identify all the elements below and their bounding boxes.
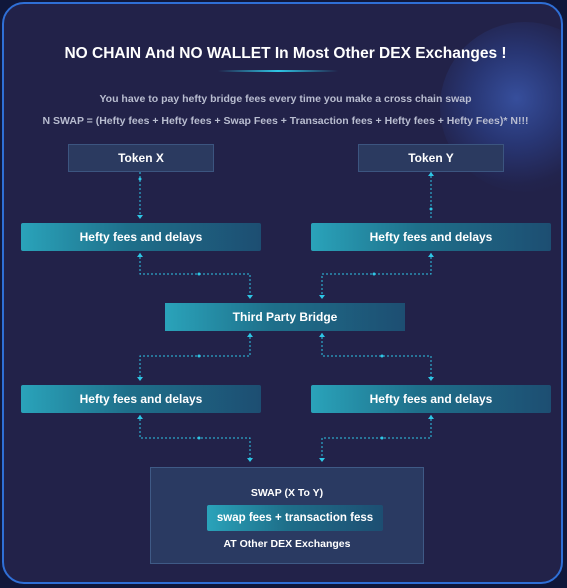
hefty-fees-box-bottom-left: Hefty fees and delays	[21, 385, 261, 413]
arrow-head-up	[319, 333, 325, 337]
arrow-head-down	[137, 377, 143, 381]
diagram-title: NO CHAIN And NO WALLET In Most Other DEX…	[64, 45, 507, 62]
swap-box: SWAP (X To Y) swap fees + transaction fe…	[150, 467, 424, 564]
diagram-subtitle: You have to pay hefty bridge fees every …	[99, 93, 472, 105]
arrow-head-up	[137, 415, 143, 419]
connector-hefty2-bridge	[321, 253, 432, 298]
arrow-head-down	[137, 215, 143, 219]
token-y-box: Token Y	[358, 144, 504, 172]
arrow-head-down	[428, 377, 434, 381]
arrow-head-up	[428, 172, 434, 176]
connector-bridge-hefty4	[321, 333, 432, 380]
connector-bridge-hefty3	[139, 333, 251, 380]
arrow-head-up	[428, 415, 434, 419]
arrow-head-down	[319, 295, 325, 299]
arrow-head-down	[319, 458, 325, 462]
diagram-card: NO CHAIN And NO WALLET In Most Other DEX…	[2, 2, 563, 584]
token-x-box: Token X	[68, 144, 214, 172]
connector-hefty4-swap	[321, 415, 432, 461]
arrow-head-up	[247, 333, 253, 337]
swap-fees-box: swap fees + transaction fess	[207, 505, 383, 531]
connector-hefty1-bridge	[139, 253, 251, 298]
hefty-fees-box-top-right: Hefty fees and delays	[311, 223, 551, 251]
fee-formula: N SWAP = (Hefty fees + Hefty fees + Swap…	[42, 115, 529, 127]
title-underline	[218, 70, 338, 72]
connector-lines	[137, 172, 434, 462]
connector-hefty3-swap	[139, 415, 251, 461]
swap-title: SWAP (X To Y)	[250, 487, 324, 499]
arrow-head-up	[137, 253, 143, 257]
hefty-fees-box-top-left: Hefty fees and delays	[21, 223, 261, 251]
swap-footer: AT Other DEX Exchanges	[223, 538, 351, 550]
hefty-fees-box-bottom-right: Hefty fees and delays	[311, 385, 551, 413]
arrow-head-up	[428, 253, 434, 257]
arrow-head-down	[247, 458, 253, 462]
third-party-bridge-box: Third Party Bridge	[165, 303, 405, 331]
arrow-head-down	[247, 295, 253, 299]
